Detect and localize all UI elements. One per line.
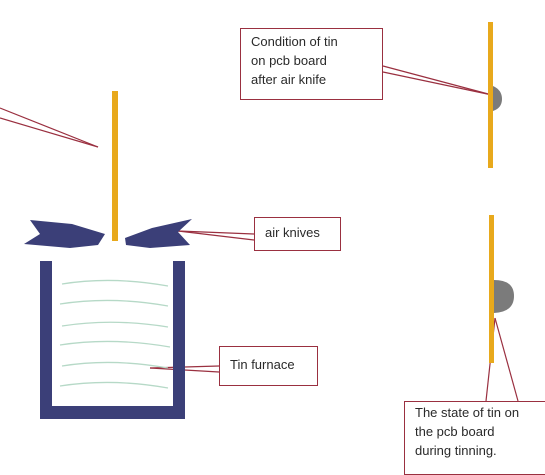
label-air-knives: air knives: [254, 217, 341, 251]
pcb-board-during-tinning: [489, 215, 494, 363]
leader-condition: [382, 65, 493, 96]
air-knife-left: [24, 220, 105, 248]
tin-layer-thick: [494, 280, 514, 313]
air-knife-right: [125, 219, 192, 248]
leader-lines: [0, 65, 519, 402]
label-state-during-tinning: The state of tin on the pcb board during…: [404, 401, 545, 475]
pcb-board-after-air-knife: [488, 22, 493, 168]
leader-state: [494, 317, 519, 402]
furnace-bottom: [40, 406, 185, 419]
tin-furnace: [40, 261, 185, 419]
leader-offscreen-label-2: [0, 117, 99, 148]
label-condition-after-air-knife: Condition of tin on pcb board after air …: [240, 28, 383, 100]
leader-air-knives: [177, 230, 255, 235]
leader-offscreen-label: [0, 107, 99, 148]
label-tin-furnace: Tin furnace: [219, 346, 318, 386]
molten-tin-lines: [59, 279, 171, 389]
leader-air-knives-2: [177, 230, 255, 241]
pcb-board-center: [112, 91, 118, 241]
furnace-left-wall: [40, 261, 52, 419]
leader-condition-2: [382, 71, 493, 96]
tin-layer-thin: [493, 86, 502, 111]
furnace-right-wall: [173, 261, 185, 419]
